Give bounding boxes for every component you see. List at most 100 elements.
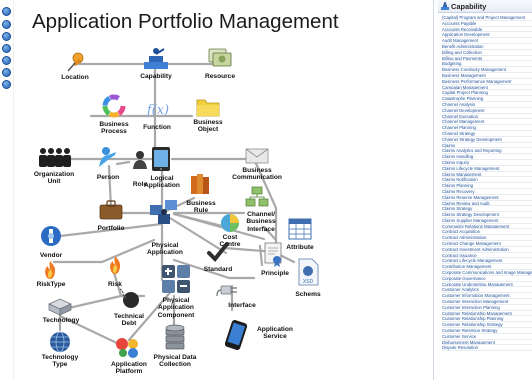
capability-list-item[interactable]: Claims Inquiry — [442, 160, 532, 166]
tool-icon[interactable] — [2, 44, 11, 53]
network-icon — [245, 186, 269, 207]
capability-list-item[interactable]: Corporate Governance — [442, 276, 532, 282]
capability-list: (Capital) Program and Project Management… — [442, 15, 532, 352]
capability-list-item[interactable]: Business Management — [442, 73, 532, 79]
capability-list-item[interactable]: Contract Investment Administration — [442, 247, 532, 253]
capability-list-item[interactable]: Contract Change Management — [442, 241, 532, 247]
capability-list-item[interactable]: Channel Strategy Development — [442, 137, 532, 143]
capability-list-item[interactable]: Customer Relationship Planning — [442, 316, 532, 323]
capability-list-item[interactable]: Contract Issuance — [442, 253, 532, 259]
capability-list-item[interactable]: Customer Relationship Strategy — [442, 322, 532, 329]
capability-list-item[interactable]: Contract Administration — [442, 235, 532, 242]
ball-and-chain-icon — [119, 288, 139, 308]
tool-icon[interactable] — [2, 56, 11, 65]
capability-list-item[interactable]: Channel Development — [442, 108, 532, 114]
capability-list-item[interactable]: Claims Strategy Development — [442, 212, 532, 218]
capability-list-item[interactable]: Budgeting — [442, 61, 532, 68]
node-label-portfolio: Portfolio — [97, 225, 125, 232]
capability-list-item[interactable]: Channel Management — [442, 119, 532, 126]
capability-list-item[interactable]: Dispute Resolution — [442, 345, 532, 352]
tool-icon[interactable] — [2, 32, 11, 41]
capability-list-item[interactable]: Claims — [442, 143, 532, 149]
node-label-channel-business-interface: Channel/ Business Interface — [246, 211, 276, 233]
capability-list-item[interactable]: Channel Analysis — [442, 102, 532, 108]
capability-list-item[interactable]: Contract Lifecycle Management — [442, 258, 532, 265]
node-label-capability: Capability — [140, 73, 172, 80]
capability-list-item[interactable]: Channel Strategy — [442, 131, 532, 137]
capability-list-item[interactable]: Claims Lifecycle Management — [442, 166, 532, 172]
tool-icon[interactable] — [2, 68, 11, 77]
capability-list-item[interactable]: Claims Notification — [442, 177, 532, 184]
capability-list-item[interactable]: Channel Execution — [442, 114, 532, 120]
svg-text:f(x): f(x) — [146, 103, 169, 118]
capability-list-item[interactable]: Business Performance Management — [442, 79, 532, 85]
capability-list-item[interactable]: Claims Recovery — [442, 189, 532, 195]
capability-list-item[interactable]: Customer Interaction Management — [442, 299, 532, 305]
database-icon — [165, 324, 185, 350]
capability-list-item[interactable]: Benefit Administration — [442, 44, 532, 50]
capability-list-item[interactable]: Contribution Management — [442, 264, 532, 271]
node-label-vendor: Vendor — [39, 252, 63, 259]
capability-list-item[interactable]: (Capital) Program and Project Management — [442, 15, 532, 21]
capability-list-item[interactable]: Accounts Payable — [442, 21, 532, 27]
capability-list-item[interactable]: Campaign Management — [442, 85, 532, 91]
capability-list-item[interactable]: Disbursement Management — [442, 340, 532, 346]
node-label-resource: Resource — [204, 73, 236, 80]
capability-list-item[interactable]: Billing and Collection — [442, 50, 532, 56]
envelope-icon — [245, 148, 269, 164]
node-label-application-service: Application Service — [257, 326, 293, 341]
capability-list-item[interactable]: Community Relations Management — [442, 224, 532, 230]
capability-list-item[interactable]: Corporate Underwriting Management — [442, 282, 532, 288]
capability-list-item[interactable]: Billing and Payments — [442, 56, 532, 62]
capability-list-item[interactable]: Claims Review and Audit — [442, 201, 532, 207]
capability-list-item[interactable]: Customer Analytics — [442, 287, 532, 294]
table-icon — [288, 218, 312, 240]
tool-icon[interactable] — [2, 80, 11, 89]
capability-list-item[interactable]: Customer Relationship Management — [442, 311, 532, 317]
node-label-business-process: Business Process — [99, 121, 129, 136]
capability-list-item[interactable]: Audit Management — [442, 38, 532, 44]
capability-list-item[interactable]: Application Development — [442, 32, 532, 39]
capability-list-item[interactable]: Contract Acquisition — [442, 229, 532, 236]
pushpin-icon — [67, 52, 84, 72]
smartphone-icon — [225, 320, 247, 350]
capability-list-item[interactable]: Catastrophe Planning — [442, 96, 532, 102]
capability-list-item[interactable]: Customer Retention Strategy — [442, 328, 532, 334]
capability-list-item[interactable]: Claims Planning — [442, 183, 532, 189]
capability-panel-header: Capability — [438, 0, 532, 13]
capability-list-item[interactable]: Capital Project Planning — [442, 90, 532, 97]
node-label-person: Person — [96, 174, 120, 181]
tool-icon[interactable] — [2, 20, 11, 29]
capability-list-item[interactable]: Claims Supplier Management — [442, 218, 532, 224]
node-label-interface: Interface — [228, 302, 256, 309]
node-label-principle: Principle — [261, 270, 289, 277]
node-label-function: Function — [143, 124, 171, 131]
capability-list-item[interactable]: Claims Reserve Management — [442, 195, 532, 201]
capability-list-item[interactable]: Customer Interaction Planning — [442, 305, 532, 311]
node-label-technical-debt: Technical Debt — [114, 313, 144, 328]
capability-list-item[interactable]: Business Continuity Management — [442, 67, 532, 73]
capability-list-item[interactable]: Claims Analytics and Reporting — [442, 148, 532, 155]
vendor-icon — [41, 226, 61, 246]
capability-list-item[interactable]: Claims Strategy — [442, 206, 532, 213]
tool-icon[interactable] — [2, 7, 11, 16]
capability-list-item[interactable]: Accounts Receivable — [442, 27, 532, 33]
gears-icon — [116, 338, 138, 358]
node-label-physical-application: Physical Application — [147, 242, 183, 257]
briefcase-icon — [99, 200, 123, 220]
node-label-logical-application: Logical Application — [144, 175, 180, 190]
capability-list-item[interactable]: Claims Management — [442, 172, 532, 178]
node-label-business-communication: Business Communication — [232, 167, 282, 182]
node-label-business-object: Business Object — [193, 119, 223, 134]
component-icon — [162, 265, 190, 293]
capability-list-item[interactable]: Corporate Communications and Image Manag… — [442, 270, 532, 276]
node-label-physical-data-collection: Physical Data Collection — [153, 354, 197, 369]
node-label-cost-centre: Cost Centre — [219, 234, 241, 249]
capability-list-item[interactable]: Channel Planning — [442, 125, 532, 131]
capability-list-item[interactable]: Customer Service — [442, 334, 532, 340]
certificate-icon — [264, 242, 282, 267]
capability-list-item[interactable]: Claims Handling — [442, 154, 532, 160]
diagram-canvas: Application Portfolio Management — [14, 0, 434, 380]
capability-list-item[interactable]: Customer Information Management — [442, 293, 532, 300]
node-label-attribute: Attribute — [286, 244, 314, 251]
